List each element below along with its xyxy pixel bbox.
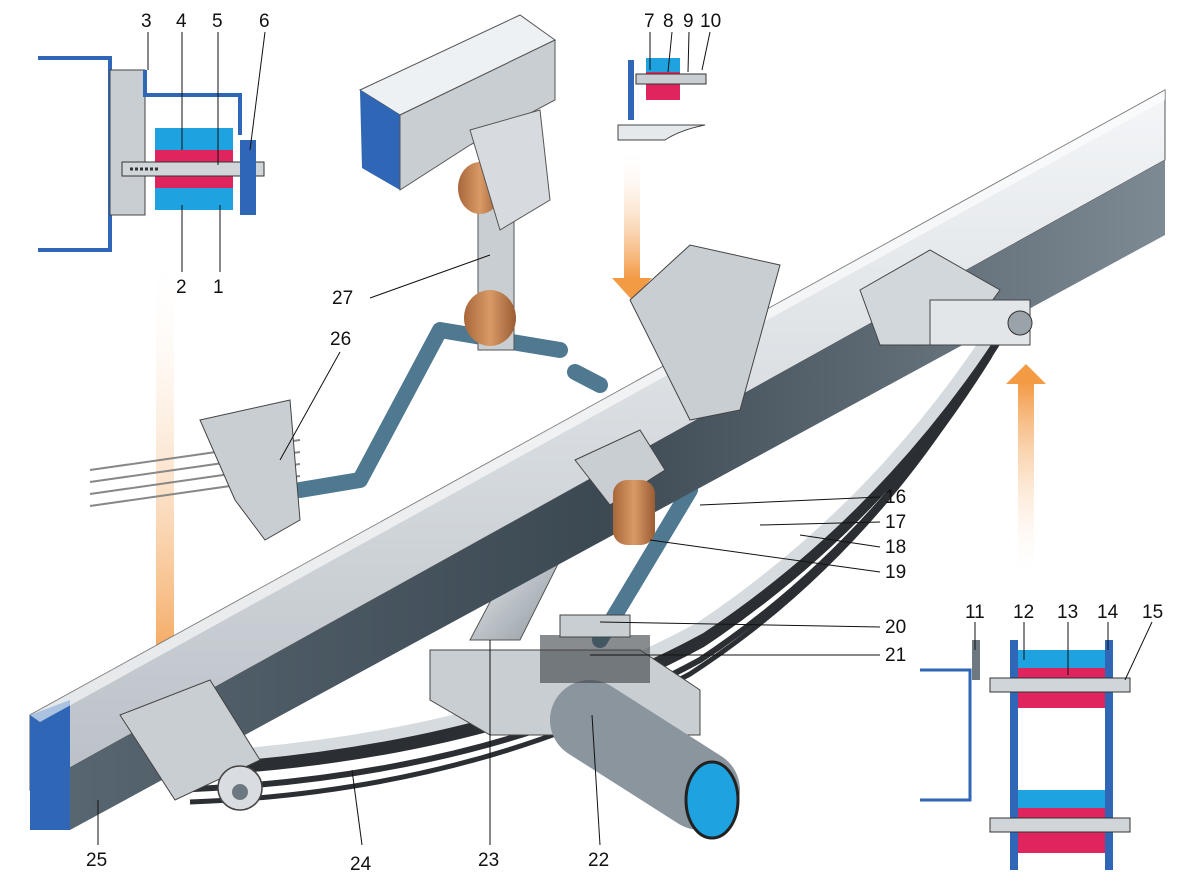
callout-10: 10 [700,11,721,32]
callout-14: 14 [1097,602,1119,623]
callout-7: 7 [644,11,655,32]
callout-19: 19 [885,562,906,583]
callout-24: 24 [350,854,372,875]
callout-21: 21 [885,645,906,666]
callout-20: 20 [885,617,906,638]
inset-pin-assembly [617,58,707,141]
callout-5: 5 [212,11,223,32]
callout-labels: 1 2 3 4 5 6 7 8 9 10 11 12 13 14 15 16 1… [86,11,1163,875]
leaf-spring [149,316,1007,805]
bump-stop [574,429,666,545]
callout-9: 9 [683,11,694,32]
inset-shackle-assembly [920,640,1131,870]
callout-3: 3 [141,11,152,32]
frame-brackets [629,244,1033,421]
callout-11: 11 [965,602,985,623]
callout-13: 13 [1057,602,1078,623]
callout-2: 2 [176,277,187,298]
guide-arrows [142,148,1046,712]
callout-12: 12 [1013,602,1034,623]
callout-22: 22 [588,850,609,871]
callout-23: 23 [478,850,499,871]
side-leaf-spring [89,399,301,541]
callout-27: 27 [332,288,353,309]
callout-6: 6 [259,11,270,32]
callout-18: 18 [885,537,906,558]
callout-15: 15 [1142,602,1163,623]
callout-1: 1 [213,277,224,298]
front-spring-bracket [119,679,263,811]
callout-8: 8 [663,11,674,32]
inset-cushion-assembly [38,56,265,252]
upper-crossmember [358,14,556,231]
callout-17: 17 [885,512,906,533]
callout-25: 25 [86,850,107,871]
axle-housing [429,614,740,840]
callout-16: 16 [885,487,906,508]
callout-4: 4 [176,11,187,32]
leader-lines [97,31,1153,846]
callout-26: 26 [330,329,351,350]
